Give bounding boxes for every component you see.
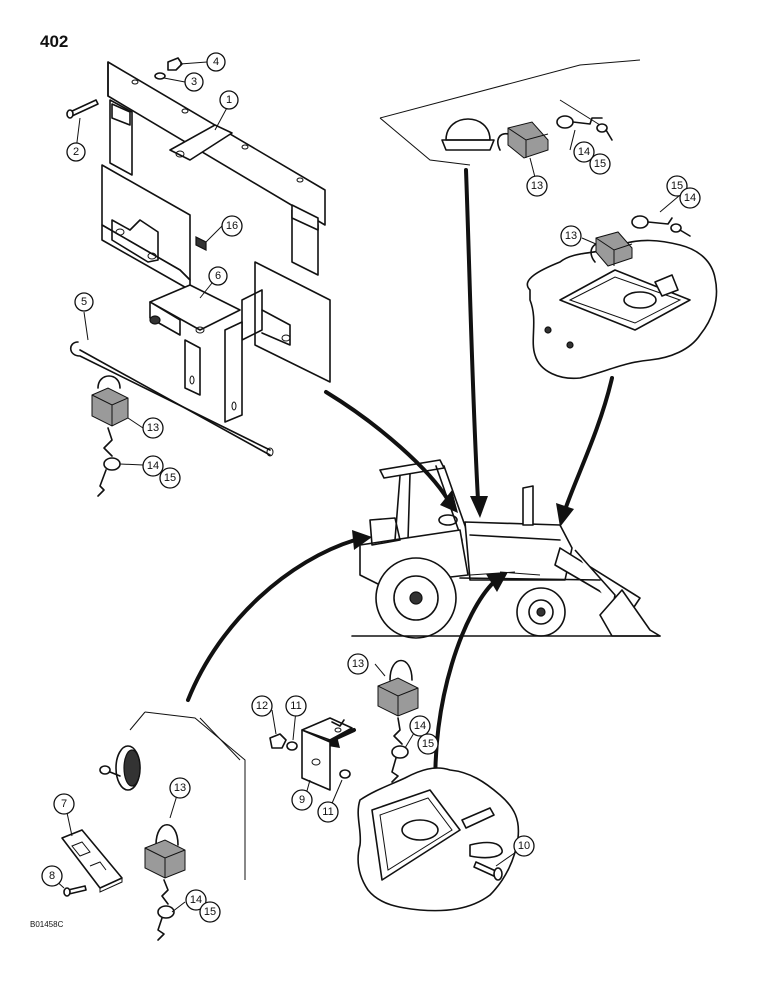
callout-9: 9 xyxy=(291,789,313,811)
padlock-13d xyxy=(377,659,419,717)
callout-15d: 15 xyxy=(417,733,439,755)
svg-text:14: 14 xyxy=(578,146,590,158)
svg-text:15: 15 xyxy=(422,738,434,750)
svg-text:13: 13 xyxy=(531,180,543,192)
fender-area xyxy=(99,711,246,880)
callout-11a: 11 xyxy=(285,695,307,717)
callout-2: 2 xyxy=(66,142,86,162)
padlock-13c xyxy=(590,231,633,267)
key-14e xyxy=(157,879,175,941)
callout-14b: 14 xyxy=(573,141,595,163)
drawing-code: B01458C xyxy=(30,920,64,929)
svg-text:14: 14 xyxy=(414,720,426,732)
callout-13b: 13 xyxy=(526,175,548,197)
svg-text:15: 15 xyxy=(594,158,606,170)
callouts: 1 2 3 4 5 6 16 13 14 15 13 14 15 13 15 1… xyxy=(41,52,701,923)
svg-text:1: 1 xyxy=(226,94,232,106)
svg-text:10: 10 xyxy=(518,840,530,852)
callout-13c: 13 xyxy=(560,225,582,247)
latch-plate xyxy=(526,239,718,380)
svg-text:13: 13 xyxy=(174,782,186,794)
callout-13a: 13 xyxy=(142,417,164,439)
svg-text:14: 14 xyxy=(147,460,159,472)
padlock-13e xyxy=(144,824,186,879)
callout-13e: 13 xyxy=(169,777,191,799)
callout-10: 10 xyxy=(513,835,535,857)
callout-15e: 15 xyxy=(199,901,221,923)
page-number: 402 xyxy=(40,32,69,51)
key-14b xyxy=(556,115,613,141)
svg-text:11: 11 xyxy=(290,700,301,712)
screw-10 xyxy=(473,861,503,881)
callout-14e: 14 xyxy=(185,889,207,911)
door-latch-panel xyxy=(357,767,520,912)
callout-13d: 13 xyxy=(347,653,369,675)
bolt-8 xyxy=(63,885,87,897)
callout-7: 7 xyxy=(53,793,75,815)
callout-14c: 14 xyxy=(679,187,701,209)
nut-12-washer-11 xyxy=(269,733,351,779)
key-14d xyxy=(391,717,409,783)
svg-text:15: 15 xyxy=(204,906,216,918)
callout-14a: 14 xyxy=(142,455,164,477)
callout-11b: 11 xyxy=(317,801,339,823)
svg-text:13: 13 xyxy=(352,658,364,670)
guard-plate-assembly xyxy=(66,57,331,383)
svg-text:5: 5 xyxy=(81,296,87,308)
callout-15b: 15 xyxy=(589,153,611,175)
svg-text:9: 9 xyxy=(299,794,305,806)
padlock-13b xyxy=(497,121,549,159)
svg-text:14: 14 xyxy=(684,192,696,204)
callout-6: 6 xyxy=(208,266,228,286)
svg-text:7: 7 xyxy=(61,798,67,810)
svg-text:13: 13 xyxy=(565,230,577,242)
callout-14d: 14 xyxy=(409,715,431,737)
callout-3: 3 xyxy=(184,72,204,92)
svg-text:3: 3 xyxy=(191,76,197,88)
svg-text:2: 2 xyxy=(73,146,79,158)
tractor-illustration xyxy=(351,459,661,639)
bracket-6 xyxy=(149,284,243,423)
svg-text:15: 15 xyxy=(164,472,176,484)
padlock-13a xyxy=(91,375,129,427)
callout-8: 8 xyxy=(41,865,63,887)
callout-12: 12 xyxy=(251,695,273,717)
pointer-arrows xyxy=(186,168,614,802)
svg-text:11: 11 xyxy=(322,806,333,818)
callout-4: 4 xyxy=(206,52,226,72)
callout-15a: 15 xyxy=(159,467,181,489)
svg-text:8: 8 xyxy=(49,870,55,882)
key-14c xyxy=(631,215,691,237)
hood-panel xyxy=(379,59,641,166)
key-14a xyxy=(97,427,121,497)
rod-5 xyxy=(69,341,274,457)
plate-7 xyxy=(61,829,123,893)
svg-text:4: 4 xyxy=(213,56,219,68)
callout-5: 5 xyxy=(74,292,94,312)
svg-text:6: 6 xyxy=(215,270,221,282)
svg-text:13: 13 xyxy=(147,422,159,434)
callout-1: 1 xyxy=(219,90,239,110)
bracket-9 xyxy=(301,717,353,791)
svg-text:16: 16 xyxy=(226,220,238,232)
leader-lines xyxy=(52,61,687,913)
svg-text:14: 14 xyxy=(190,894,202,906)
svg-text:12: 12 xyxy=(256,700,268,712)
callout-16: 16 xyxy=(221,215,243,237)
svg-text:15: 15 xyxy=(671,180,683,192)
